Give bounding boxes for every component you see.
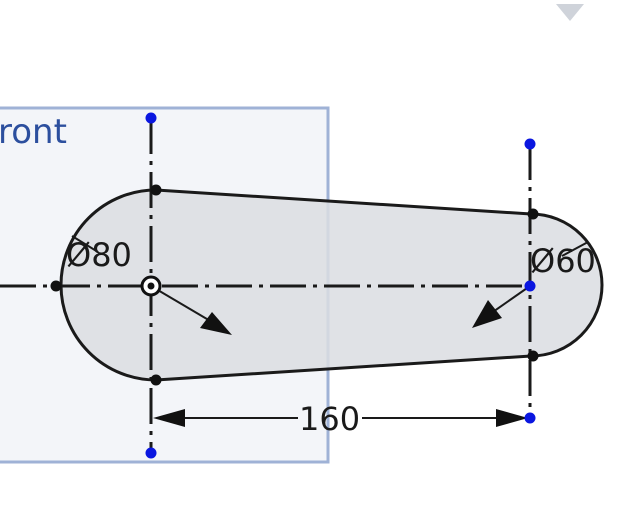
sketch-point[interactable] xyxy=(50,280,62,292)
construction-point[interactable] xyxy=(524,412,536,424)
sketch-point[interactable] xyxy=(527,208,539,220)
right-diameter-dimension[interactable]: Ø60 xyxy=(530,242,596,280)
right-diameter-leader xyxy=(489,285,531,315)
distance-arrowhead-right xyxy=(496,409,528,427)
chevron-down-icon[interactable] xyxy=(556,4,584,21)
distance-arrowhead-left xyxy=(153,409,185,427)
sketch-point[interactable] xyxy=(150,184,162,196)
left-diameter-arrowhead xyxy=(200,312,232,335)
construction-point[interactable] xyxy=(145,112,157,124)
construction-point[interactable] xyxy=(524,138,536,150)
origin-icon[interactable] xyxy=(140,275,162,297)
right-diameter-tail xyxy=(561,241,589,257)
center-distance-dimension[interactable]: 160 xyxy=(299,400,360,438)
sketch-point[interactable] xyxy=(150,374,162,386)
plane-label: ront xyxy=(0,112,67,152)
right-diameter-arrowhead xyxy=(472,300,502,328)
construction-point[interactable] xyxy=(145,447,157,459)
sketch-point[interactable] xyxy=(527,350,539,362)
left-diameter-tail xyxy=(71,235,99,253)
left-diameter-leader xyxy=(150,285,213,323)
left-diameter-dimension[interactable]: Ø80 xyxy=(66,236,132,274)
construction-point[interactable] xyxy=(524,280,536,292)
